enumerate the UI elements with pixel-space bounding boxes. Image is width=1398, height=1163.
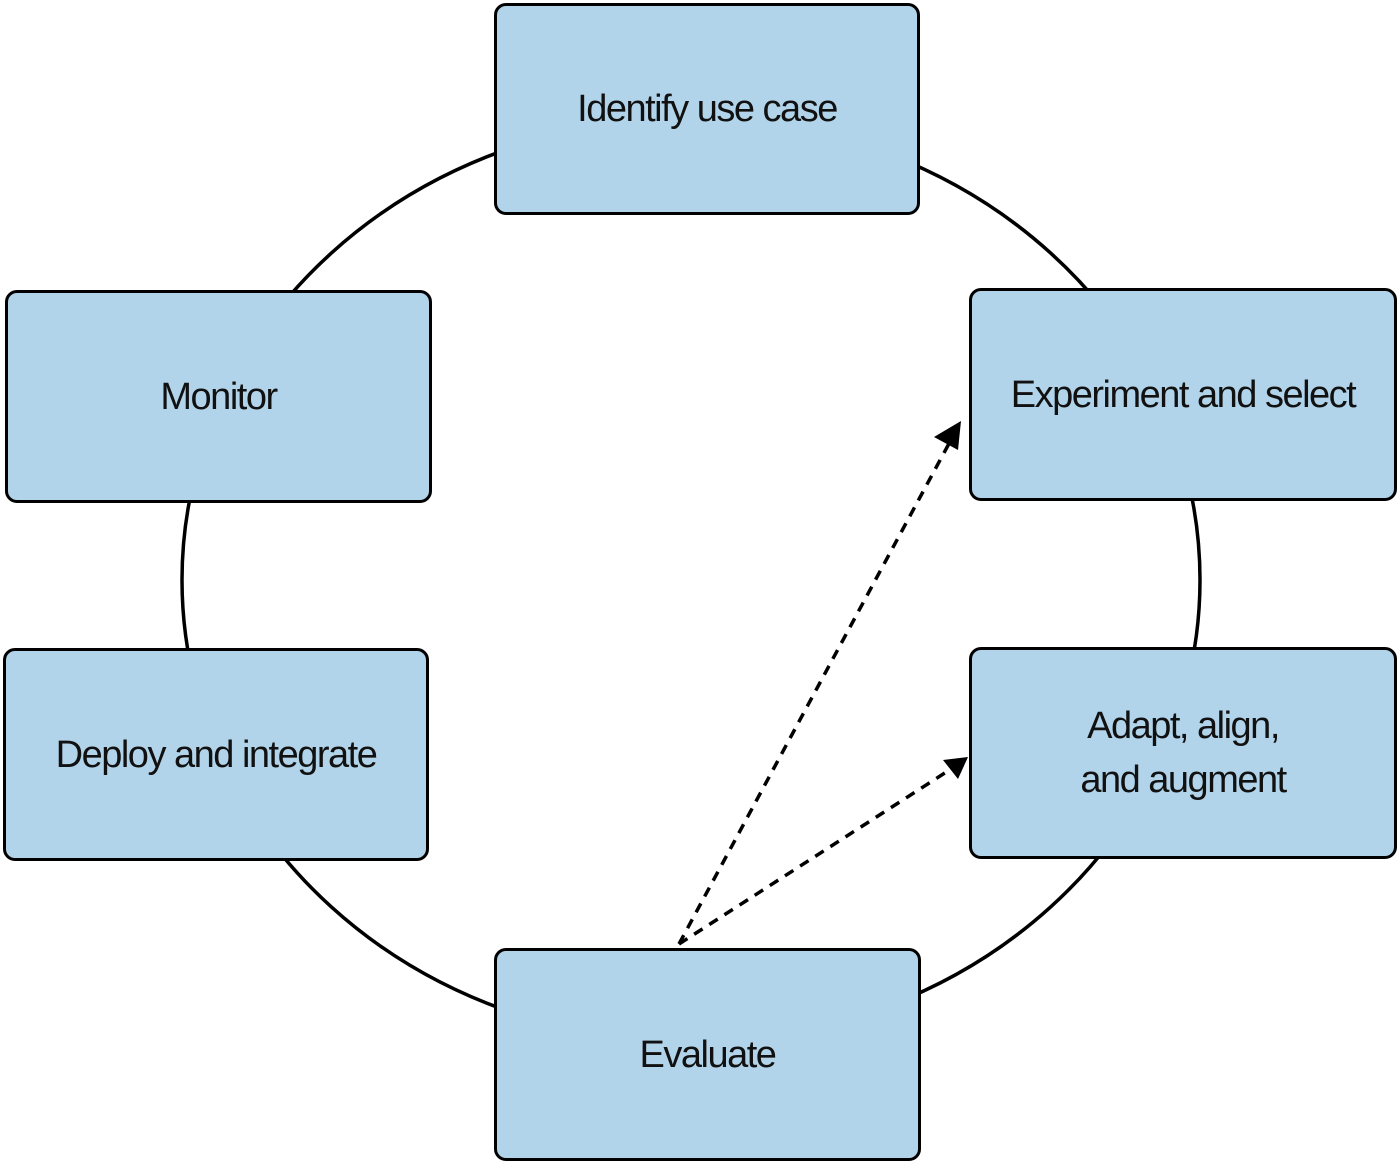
lifecycle-cycle-ring (180, 116, 1202, 1044)
stage-identify-use-case: Identify use case (494, 3, 920, 215)
arrow-evaluate-to-experiment (677, 424, 961, 945)
stage-label: Identify use case (577, 88, 838, 130)
stage-label: Monitor (160, 375, 278, 418)
stage-label: Evaluate (639, 1033, 777, 1076)
arrow-evaluate-to-adapt (678, 758, 966, 946)
stage-experiment-and-select: Experiment and select (969, 288, 1397, 501)
arrowhead-experiment (934, 421, 961, 450)
stage-label: Adapt, align, and augment (1080, 705, 1287, 801)
stage-label: Deploy and integrate (55, 733, 378, 776)
stage-adapt-align-augment: Adapt, align, and augment (969, 647, 1397, 859)
stage-monitor: Monitor (5, 290, 432, 503)
arrowhead-adapt (943, 757, 968, 779)
stage-label: Experiment and select (1010, 373, 1357, 416)
stage-deploy-and-integrate: Deploy and integrate (3, 648, 429, 861)
stage-evaluate: Evaluate (494, 948, 921, 1161)
